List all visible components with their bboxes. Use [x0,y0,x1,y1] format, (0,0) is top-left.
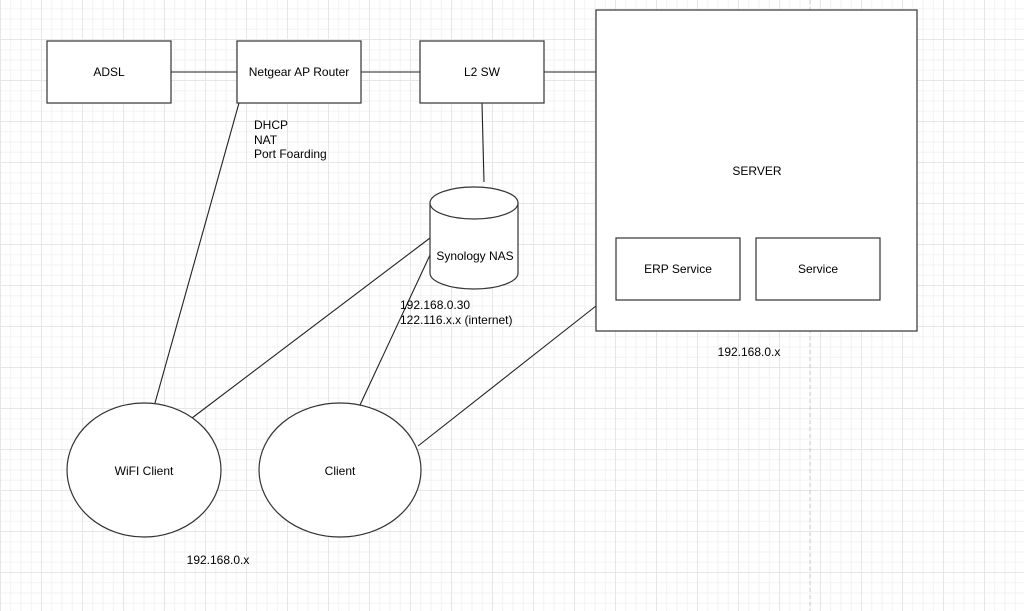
edge-server-client[interactable] [417,305,597,447]
node-wifi-client-label: WiFI Client [115,464,174,478]
nas-ip-internet: 122.116.x.x (internet) [400,313,513,327]
node-nas-label: Synology NAS [436,249,513,263]
node-wifi-client[interactable]: WiFI Client [66,402,222,538]
node-erp-service-label: ERP Service [644,262,712,276]
node-adsl[interactable]: ADSL [46,40,172,104]
router-features-annotation: DHCP NAT Port Foarding [254,118,327,161]
edge-nas-client[interactable] [359,254,431,406]
nas-ip-local: 192.168.0.30 [400,298,470,312]
node-server-label: SERVER [732,164,781,178]
node-server[interactable]: SERVER ERP Service Service [595,9,918,332]
server-ip-annotation: 192.168.0.x [718,345,781,359]
node-adsl-label: ADSL [93,65,125,79]
router-feature-port-forwarding: Port Foarding [254,147,327,161]
node-l2-switch-label: L2 SW [464,65,501,79]
node-router-label: Netgear AP Router [249,65,350,79]
node-client-label: Client [325,464,356,478]
node-service[interactable]: Service [755,237,881,301]
node-service-label: Service [798,262,838,276]
edge-nas-wificlient[interactable] [191,237,431,419]
node-erp-service[interactable]: ERP Service [615,237,741,301]
router-feature-dhcp: DHCP [254,118,288,132]
node-client[interactable]: Client [258,402,422,538]
edge-router-wificlient[interactable] [154,102,240,404]
client-ip-annotation: 192.168.0.x [187,553,250,567]
edge-l2sw-nas[interactable] [481,102,485,183]
node-synology-nas[interactable]: Synology NAS [429,186,519,290]
node-router[interactable]: Netgear AP Router [236,40,362,104]
node-l2-switch[interactable]: L2 SW [419,40,545,104]
router-feature-nat: NAT [254,133,278,147]
